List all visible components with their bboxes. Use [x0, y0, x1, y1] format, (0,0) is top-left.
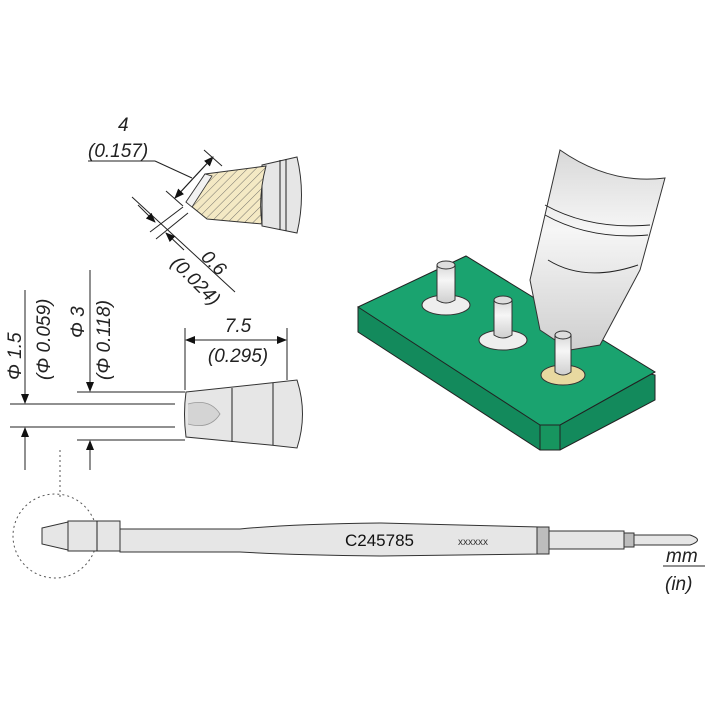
tip-side-view: [10, 270, 303, 500]
bevel-length-mm: 4: [118, 115, 129, 136]
tip-length-mm: 7.5: [225, 316, 252, 337]
full-tip-view: [12, 493, 705, 579]
bevel-length-in: (0.157): [88, 141, 148, 162]
inner-diameter-mm: Φ 1.5: [5, 332, 26, 380]
outer-diameter-in: (Φ 0.118): [94, 300, 115, 380]
unit-primary: mm: [666, 546, 698, 567]
inner-diameter-in: (Φ 0.059): [34, 299, 55, 380]
outer-diameter-mm: Φ 3: [68, 306, 89, 338]
bevel-tip-detail: [88, 149, 302, 293]
unit-secondary: (in): [665, 574, 692, 595]
part-number-label: C245785: [345, 531, 414, 550]
serial-placeholder: xxxxxx: [458, 537, 488, 548]
tip-length-in: (0.295): [208, 346, 268, 367]
pcb-illustration: [356, 149, 666, 451]
